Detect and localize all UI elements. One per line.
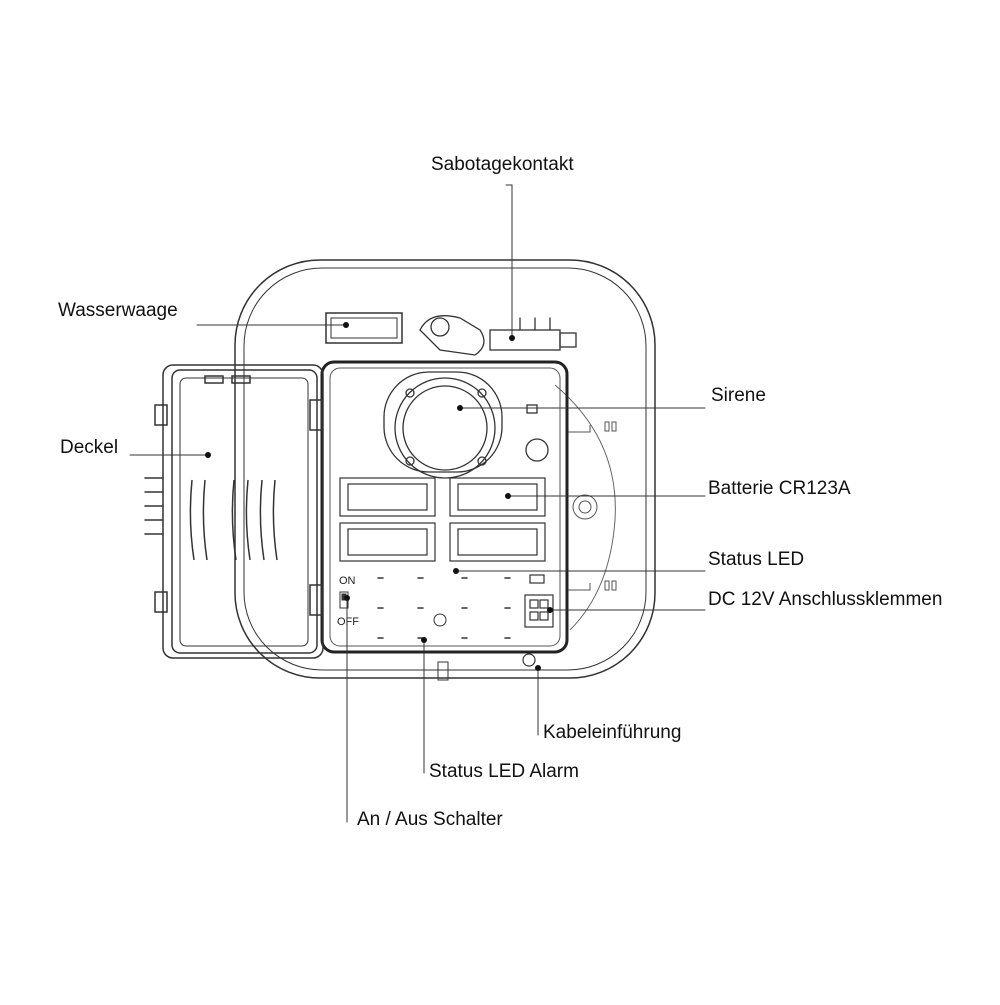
label-status-led-alarm: Status LED Alarm (429, 761, 579, 782)
housing-outline (234, 259, 656, 679)
label-dc-klemmen: DC 12V Anschlussklemmen (708, 589, 943, 610)
level-window (325, 312, 403, 344)
housing-marks (567, 421, 617, 591)
label-an-aus-schalter: An / Aus Schalter (357, 809, 503, 830)
leader-sabotagekontakt (505, 184, 513, 339)
siren (383, 371, 549, 479)
pcb-components (377, 577, 511, 639)
label-batterie: Batterie CR123A (708, 478, 851, 499)
pcb-screw (433, 613, 447, 627)
cable-entry (522, 653, 536, 667)
cover (144, 364, 324, 659)
label-deckel: Deckel (60, 437, 119, 458)
battery-holders (339, 477, 546, 562)
label-kabeleinfuehrung: Kabeleinführung (543, 722, 682, 743)
label-status-led: Status LED (708, 549, 805, 570)
terminal-block (524, 574, 554, 628)
tamper-contact (419, 315, 577, 356)
label-sabotagekontakt: Sabotagekontakt (431, 154, 574, 175)
switch-on-label: ON (339, 575, 356, 587)
leader-lines (129, 184, 706, 823)
label-wasserwaage: Wasserwaage (58, 300, 178, 321)
switch-off-label: OFF (337, 616, 359, 628)
leader-dots (205, 322, 553, 671)
label-sirene: Sirene (711, 385, 766, 406)
main-board (320, 360, 569, 654)
